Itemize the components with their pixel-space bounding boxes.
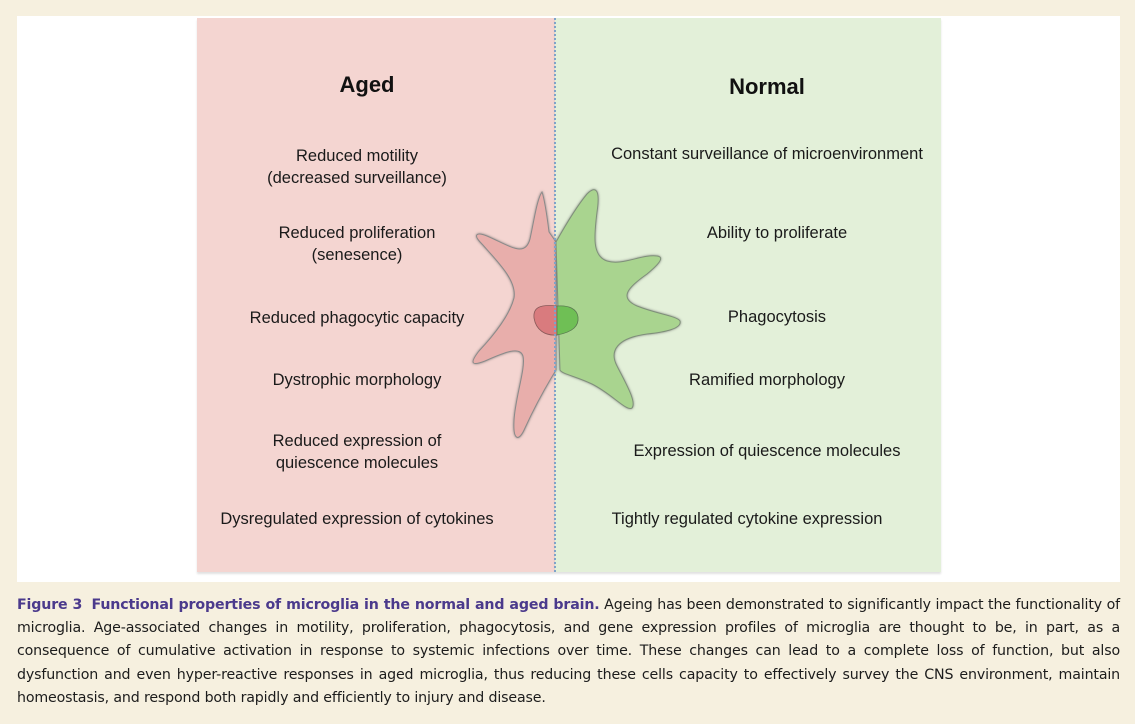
item-line: Constant surveillance of microenvironmen… — [611, 145, 923, 163]
normal-item-quiescence: Expression of quiescence molecules — [597, 440, 937, 462]
normal-item-phagocytosis: Phagocytosis — [667, 306, 887, 328]
figure-title: Functional properties of microglia in th… — [91, 597, 600, 613]
aged-title: Aged — [339, 72, 395, 97]
caption-body: Ageing has been demonstrated to signific… — [17, 597, 1120, 706]
panel-divider — [554, 18, 556, 572]
aged-item-motility: Reduced motility (decreased surveillance… — [197, 145, 517, 189]
item-line: Reduced phagocytic capacity — [249, 309, 465, 327]
item-line: quiescence molecules — [275, 454, 439, 472]
aged-item-proliferation: Reduced proliferation (senesence) — [197, 222, 517, 266]
item-line: Reduced motility — [296, 147, 418, 165]
figure-area: Aged Reduced motility (decreased surveil… — [17, 16, 1120, 582]
normal-item-cytokines: Tightly regulated cytokine expression — [577, 508, 917, 530]
figure-caption: Figure 3 Functional properties of microg… — [17, 594, 1120, 710]
normal-panel — [555, 18, 941, 572]
aged-item-cytokines: Dysregulated expression of cytokines — [197, 508, 517, 530]
item-line: Ramified morphology — [689, 371, 845, 389]
item-line: Phagocytosis — [727, 308, 827, 326]
aged-item-quiescence: Reduced expression of quiescence molecul… — [197, 430, 517, 474]
item-line: (decreased surveillance) — [267, 169, 447, 187]
normal-item-surveillance: Constant surveillance of microenvironmen… — [577, 143, 957, 165]
item-line: (senesence) — [311, 246, 403, 264]
aged-item-morphology: Dystrophic morphology — [197, 369, 517, 391]
item-line: Dystrophic morphology — [272, 371, 442, 389]
item-line: Reduced expression of — [272, 432, 442, 450]
item-line: Reduced proliferation — [278, 224, 436, 242]
item-line: Expression of quiescence molecules — [633, 442, 901, 460]
normal-item-proliferate: Ability to proliferate — [627, 222, 927, 244]
aged-item-phagocytic: Reduced phagocytic capacity — [197, 307, 517, 329]
normal-title: Normal — [729, 74, 805, 99]
aged-panel — [197, 18, 555, 572]
item-line: Tightly regulated cytokine expression — [611, 510, 883, 528]
figure-label: Figure 3 — [17, 597, 83, 613]
item-line: Ability to proliferate — [706, 224, 848, 242]
normal-item-morphology: Ramified morphology — [637, 369, 897, 391]
item-line: Dysregulated expression of cytokines — [220, 510, 494, 528]
